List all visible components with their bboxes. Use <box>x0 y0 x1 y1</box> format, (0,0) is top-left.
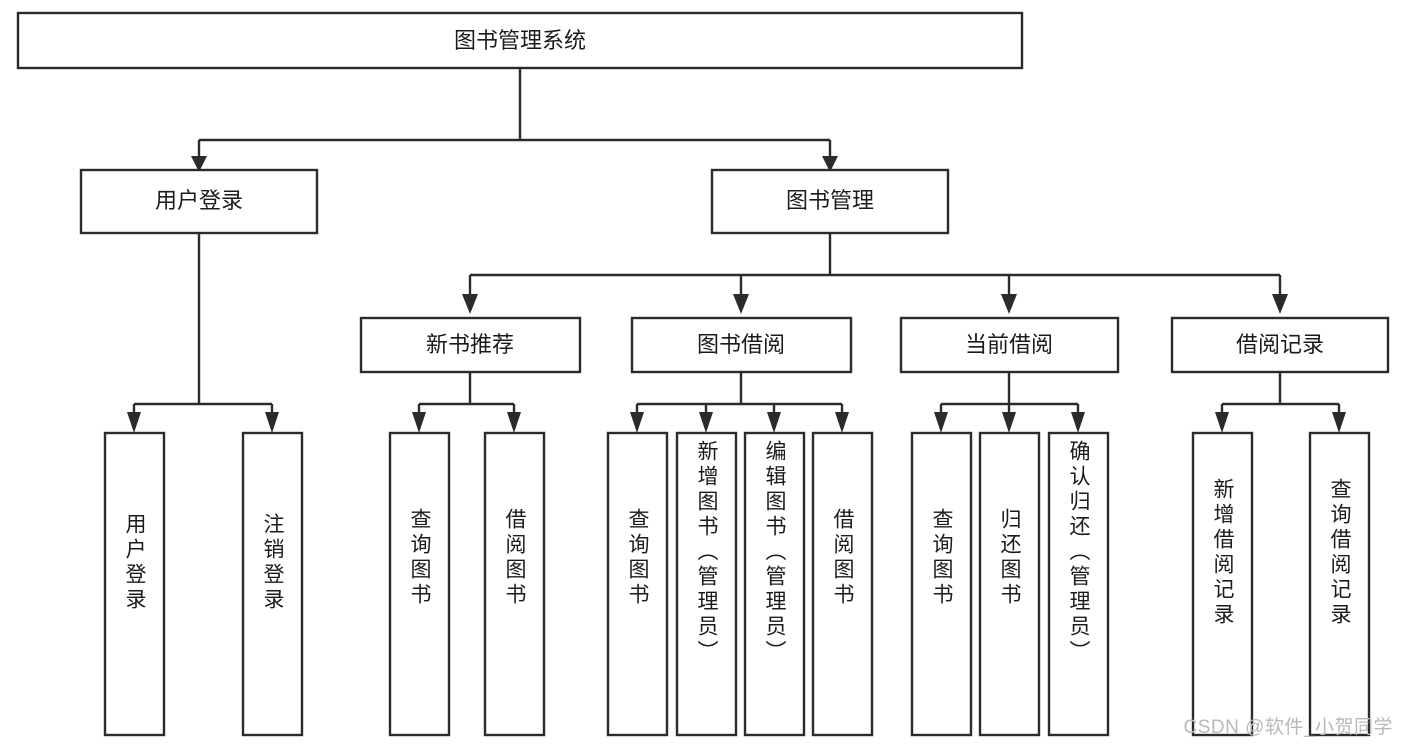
node-root-box[interactable] <box>16 11 1024 70</box>
arrowhead-leaf-user-login <box>127 412 141 433</box>
arrowhead-leaf-confirm <box>1071 412 1085 433</box>
arrowhead-leaf-logout <box>265 412 279 433</box>
node-borrow-record-box[interactable] <box>1170 316 1390 374</box>
leaf-box-borrow-book-2[interactable] <box>811 431 874 737</box>
node-user-login[interactable]: 用户登录 <box>79 168 319 235</box>
leaf-box-add-record[interactable] <box>1191 431 1254 737</box>
arrowhead-book-borrow <box>733 294 749 314</box>
node-book-manage[interactable]: 图书管理 <box>710 168 950 235</box>
connectors-group <box>127 68 1346 433</box>
leaf-box-query-book-2[interactable] <box>606 431 669 737</box>
leaf-box-borrow-book-1[interactable] <box>483 431 546 737</box>
node-root-label: 图书管理系统 <box>454 28 586 53</box>
arrowhead-leaf-edit-book <box>767 412 781 433</box>
leaf-box-add-book[interactable] <box>675 431 738 737</box>
arrowhead-book-manage <box>822 156 838 172</box>
arrowhead-new-book <box>462 294 478 314</box>
watermark-text: CSDN @软件_小贺同学 <box>1183 717 1393 738</box>
arrowhead-leaf-add-record <box>1215 412 1229 433</box>
node-current-borrow-box[interactable] <box>899 316 1120 374</box>
arrowhead-current-borrow <box>1001 294 1017 314</box>
node-root[interactable]: 图书管理系统 <box>16 11 1024 70</box>
node-new-book-recommend-label: 新书推荐 <box>426 332 514 357</box>
leaf-box-edit-book[interactable] <box>743 431 806 737</box>
leaf-box-query-book-1[interactable] <box>388 431 451 737</box>
node-book-manage-box[interactable] <box>710 168 950 235</box>
node-book-borrow-label: 图书借阅 <box>697 332 785 357</box>
leaf-boxes-group <box>103 431 1371 737</box>
node-book-borrow[interactable]: 图书借阅 <box>630 316 853 374</box>
leaf-box-query-record[interactable] <box>1308 431 1371 737</box>
arrowhead-leaf-add-book <box>699 412 713 433</box>
node-user-login-box[interactable] <box>79 168 319 235</box>
leaf-box-return-book[interactable] <box>978 431 1041 737</box>
node-current-borrow[interactable]: 当前借阅 <box>899 316 1120 374</box>
leaf-box-query-book-3[interactable] <box>910 431 973 737</box>
arrowhead-leaf-query-record <box>1332 412 1346 433</box>
node-user-login-label: 用户登录 <box>155 188 243 213</box>
arrowhead-user-login <box>191 156 207 172</box>
arrowhead-leaf-return <box>1002 412 1016 433</box>
arrowhead-leaf-query-1 <box>412 412 426 433</box>
arrowhead-borrow-record <box>1272 294 1288 314</box>
leaf-box-confirm-return[interactable] <box>1047 431 1110 737</box>
node-borrow-record[interactable]: 借阅记录 <box>1170 316 1390 374</box>
leaf-box-logout-login[interactable] <box>241 431 304 737</box>
arrowhead-leaf-borrow-1 <box>507 412 521 433</box>
node-borrow-record-label: 借阅记录 <box>1236 332 1324 357</box>
arrowhead-leaf-borrow-2 <box>835 412 849 433</box>
node-new-book-recommend-box[interactable] <box>359 316 582 374</box>
node-book-manage-label: 图书管理 <box>786 188 874 213</box>
arrowhead-leaf-query-3 <box>934 412 948 433</box>
leaf-box-user-login[interactable] <box>103 431 166 737</box>
node-current-borrow-label: 当前借阅 <box>965 332 1053 357</box>
arrowhead-leaf-query-2 <box>630 412 644 433</box>
node-new-book-recommend[interactable]: 新书推荐 <box>359 316 582 374</box>
node-book-borrow-box[interactable] <box>630 316 853 374</box>
